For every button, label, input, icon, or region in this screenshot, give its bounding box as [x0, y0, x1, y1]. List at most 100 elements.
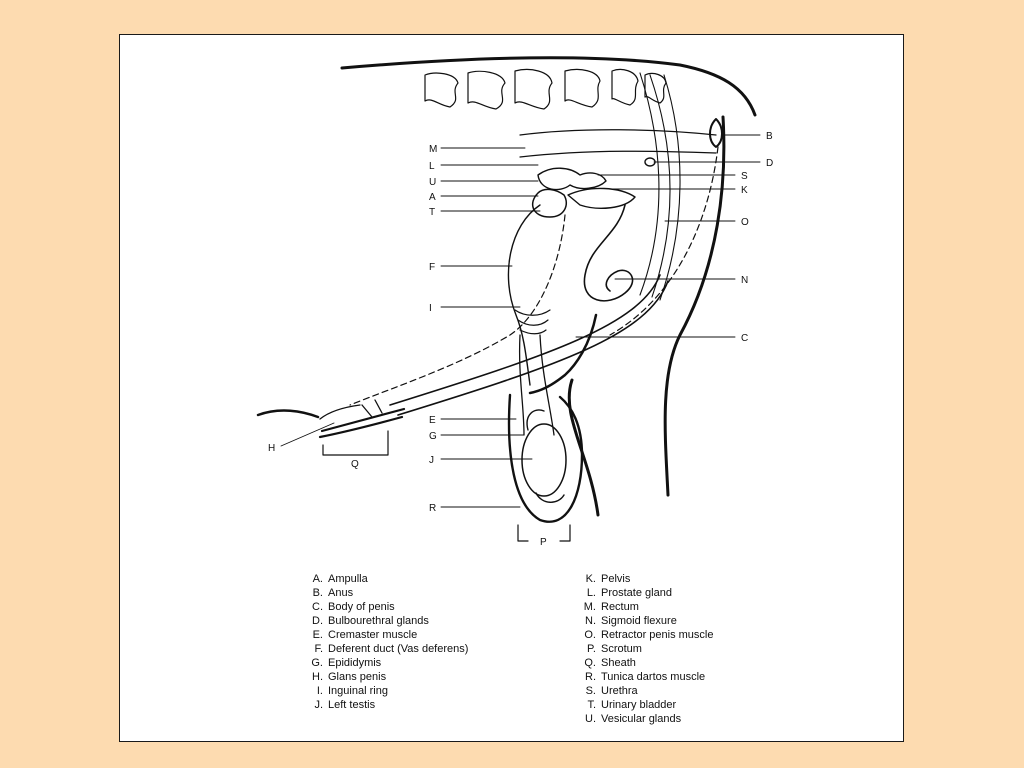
callout-p: P — [540, 537, 547, 548]
legend-item: K. Pelvis — [580, 572, 714, 586]
callout-c: C — [741, 333, 748, 344]
legend-label: Left testis — [328, 699, 376, 711]
legend-label: Ampulla — [328, 573, 368, 585]
legend-label: Retractor penis muscle — [601, 629, 714, 641]
callout-e: E — [429, 415, 436, 426]
callout-q: Q — [351, 459, 359, 470]
bracket-q — [322, 430, 389, 456]
sigmoid-flexure — [583, 204, 634, 302]
legend-key: H. — [312, 671, 323, 683]
legend-key: P. — [587, 643, 596, 655]
vertebrae — [424, 68, 667, 110]
legend-item: U. Vesicular glands — [580, 712, 714, 726]
testis — [521, 423, 567, 497]
callout-r: R — [429, 503, 436, 514]
callout-j: J — [429, 455, 434, 466]
spermatic-cord — [518, 334, 555, 436]
bulbourethral-gland — [644, 157, 656, 167]
accessory-glands — [537, 167, 636, 209]
bladder-outline — [531, 188, 568, 218]
legend-key: S. — [585, 685, 596, 697]
legend-label: Inguinal ring — [328, 685, 388, 697]
legend-item: S. Urethra — [580, 684, 714, 698]
legend-key: C. — [312, 601, 323, 613]
callout-f: F — [429, 262, 435, 273]
legend-label: Pelvis — [601, 573, 631, 585]
anus-outline — [709, 118, 723, 148]
leader-lines — [280, 134, 761, 508]
legend-label: Glans penis — [328, 671, 387, 683]
callout-a: A — [429, 192, 436, 203]
legend-label: Deferent duct (Vas deferens) — [328, 643, 469, 655]
legend-key: N. — [585, 615, 596, 627]
callout-h: H — [268, 443, 275, 454]
callout-o: O — [741, 217, 749, 228]
belly-outline — [256, 313, 598, 419]
scrotum-outline — [507, 393, 584, 523]
legend-item: R. Tunica dartos muscle — [580, 670, 714, 684]
legend-left: A. Ampulla B. Anus C. Body of penis D. Bulbo… — [307, 572, 468, 712]
legend-key: G. — [311, 657, 323, 669]
legend-key: J. — [314, 699, 323, 711]
legend-label: Vesicular glands — [601, 713, 682, 725]
legend-item: D. Bulbourethral glands — [307, 614, 468, 628]
legend-key: A. — [312, 573, 323, 585]
bracket-p — [517, 524, 571, 542]
legend-label: Scrotum — [601, 643, 642, 655]
hind-leg-outline — [567, 115, 726, 517]
legend-label: Rectum — [601, 601, 639, 613]
legend-key: I. — [316, 685, 323, 697]
legend-label: Anus — [328, 587, 354, 599]
legend-item: P. Scrotum — [580, 642, 714, 656]
legend-label: Urethra — [601, 685, 638, 697]
legend-key: Q. — [584, 657, 596, 669]
callout-n: N — [741, 275, 748, 286]
legend-item: G.Epididymis — [307, 656, 468, 670]
callout-b: B — [766, 131, 773, 142]
sheath — [318, 407, 406, 439]
legend-key: E. — [312, 629, 323, 641]
diagram-panel: M L U A T F I E G J R H Q P B D S K O N … — [119, 34, 904, 742]
legend-item: A. Ampulla — [307, 572, 468, 586]
inguinal-ring — [514, 309, 551, 335]
legend-key: M. — [583, 601, 596, 613]
legend-key: U. — [585, 713, 596, 725]
back-outline — [340, 56, 757, 117]
legend-key: L. — [586, 587, 596, 599]
deferent-duct — [507, 204, 541, 386]
callout-d: D — [766, 158, 773, 169]
legend-key: D. — [312, 615, 323, 627]
callout-t: T — [429, 207, 435, 218]
legend-label: Urinary bladder — [601, 699, 677, 711]
legend-item: M. Rectum — [580, 600, 714, 614]
legend-key: T. — [587, 699, 596, 711]
legend-key: O. — [584, 629, 596, 641]
epididymis — [526, 409, 565, 503]
callout-s: S — [741, 171, 748, 182]
legend-label: Bulbourethral glands — [328, 615, 429, 627]
penis-body — [389, 274, 669, 416]
callout-u: U — [429, 177, 436, 188]
legend-item: H. Glans penis — [307, 670, 468, 684]
anatomy-diagram: M L U A T F I E G J R H Q P B D S K O N … — [256, 56, 773, 548]
legend-label: Tunica dartos muscle — [601, 671, 706, 683]
legend-label: Body of penis — [328, 601, 395, 613]
legend-item: I. Inguinal ring — [307, 684, 468, 698]
legend-item: B. Anus — [307, 586, 468, 600]
legend-key: R. — [585, 671, 596, 683]
legend-item: C. Body of penis — [307, 600, 468, 614]
legend-item: N. Sigmoid flexure — [580, 614, 714, 628]
legend-label: Cremaster muscle — [328, 629, 418, 641]
legend-label: Sigmoid flexure — [601, 615, 677, 627]
glans — [319, 399, 383, 420]
legend-key: K. — [585, 573, 596, 585]
legend-key: B. — [312, 587, 323, 599]
callout-i: I — [429, 303, 432, 314]
callout-g: G — [429, 431, 437, 442]
callout-l: L — [429, 161, 435, 172]
retractor-muscle — [639, 72, 681, 301]
legend-label: Prostate gland — [601, 587, 672, 599]
legend-item: E. Cremaster muscle — [307, 628, 468, 642]
callout-m: M — [429, 144, 437, 155]
inner-dashed — [609, 146, 719, 336]
